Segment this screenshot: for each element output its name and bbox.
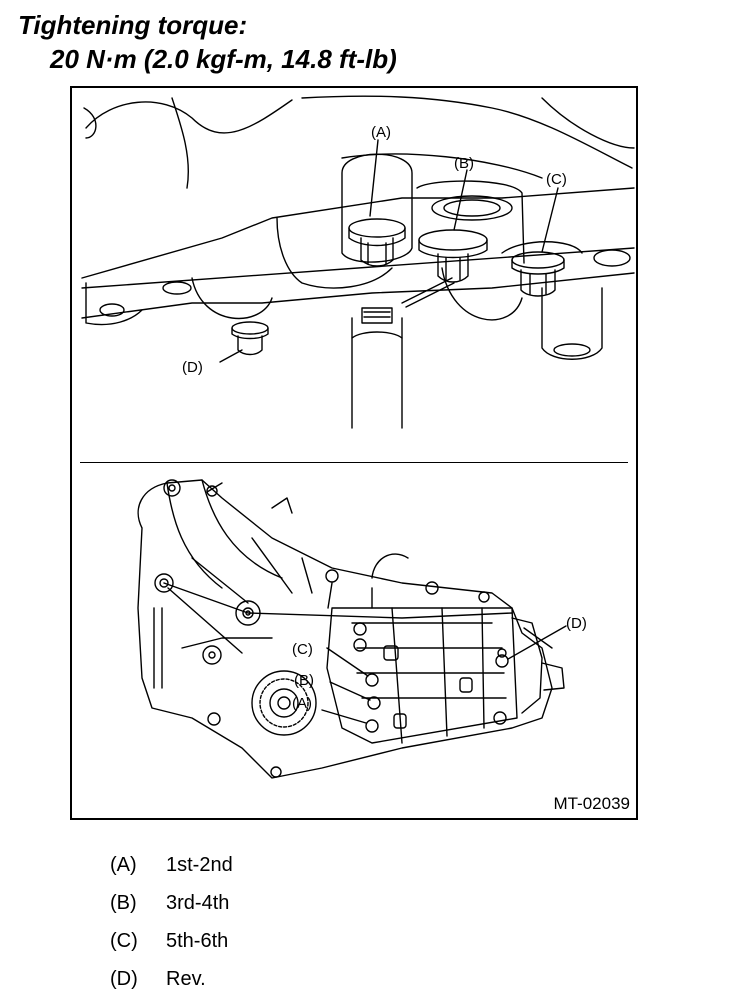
callout-a-bottom: (A) [292,695,312,712]
torque-heading: Tightening torque: 20 N·m (2.0 kgf-m, 14… [18,8,397,76]
switch-c-mark [365,673,379,687]
legend-item: (A) 1st-2nd [110,846,233,884]
legend-key: (A) [110,853,137,876]
bolt-c [511,251,565,297]
bolt-b [418,229,488,283]
legend-key: (B) [110,891,137,914]
view-divider [80,462,628,463]
legend-item: (B) 3rd-4th [110,884,233,922]
callout-c-bottom: (C) [292,641,313,658]
callout-c-top: (C) [546,171,567,188]
callout-a-top: (A) [371,124,391,141]
bolt-a [348,218,406,267]
legend: (A) 1st-2nd (B) 3rd-4th (C) 5th-6th (D) … [110,846,233,998]
overview-view: (C) (B) (A) (D) [137,479,587,779]
figure-frame: (A) (B) (C) (D) [70,86,638,820]
legend-key: (D) [110,967,138,990]
callout-b-top: (B) [454,155,474,172]
detail-view: (A) (B) (C) (D) [81,95,635,429]
transmission-illustration: (A) (B) (C) (D) [81,95,635,779]
torque-heading-line1: Tightening torque: [18,10,248,40]
legend-text: 5th-6th [166,929,229,952]
callout-d-top: (D) [182,359,203,376]
switch-b-mark [367,696,381,710]
legend-item: (D) Rev. [110,960,233,998]
legend-text: 3rd-4th [166,891,230,914]
legend-text: 1st-2nd [166,853,233,876]
legend-item: (C) 5th-6th [110,922,233,960]
bolt-d [231,321,269,356]
legend-text: Rev. [166,967,206,990]
switch-d-mark [495,654,509,668]
legend-key: (C) [110,929,138,952]
figure-code: MT-02039 [553,794,630,813]
switch-a-mark [365,719,379,733]
callout-d-bottom: (D) [566,615,587,632]
torque-heading-line2: 20 N·m (2.0 kgf-m, 14.8 ft-lb) [50,44,397,74]
callout-b-bottom: (B) [294,672,314,689]
